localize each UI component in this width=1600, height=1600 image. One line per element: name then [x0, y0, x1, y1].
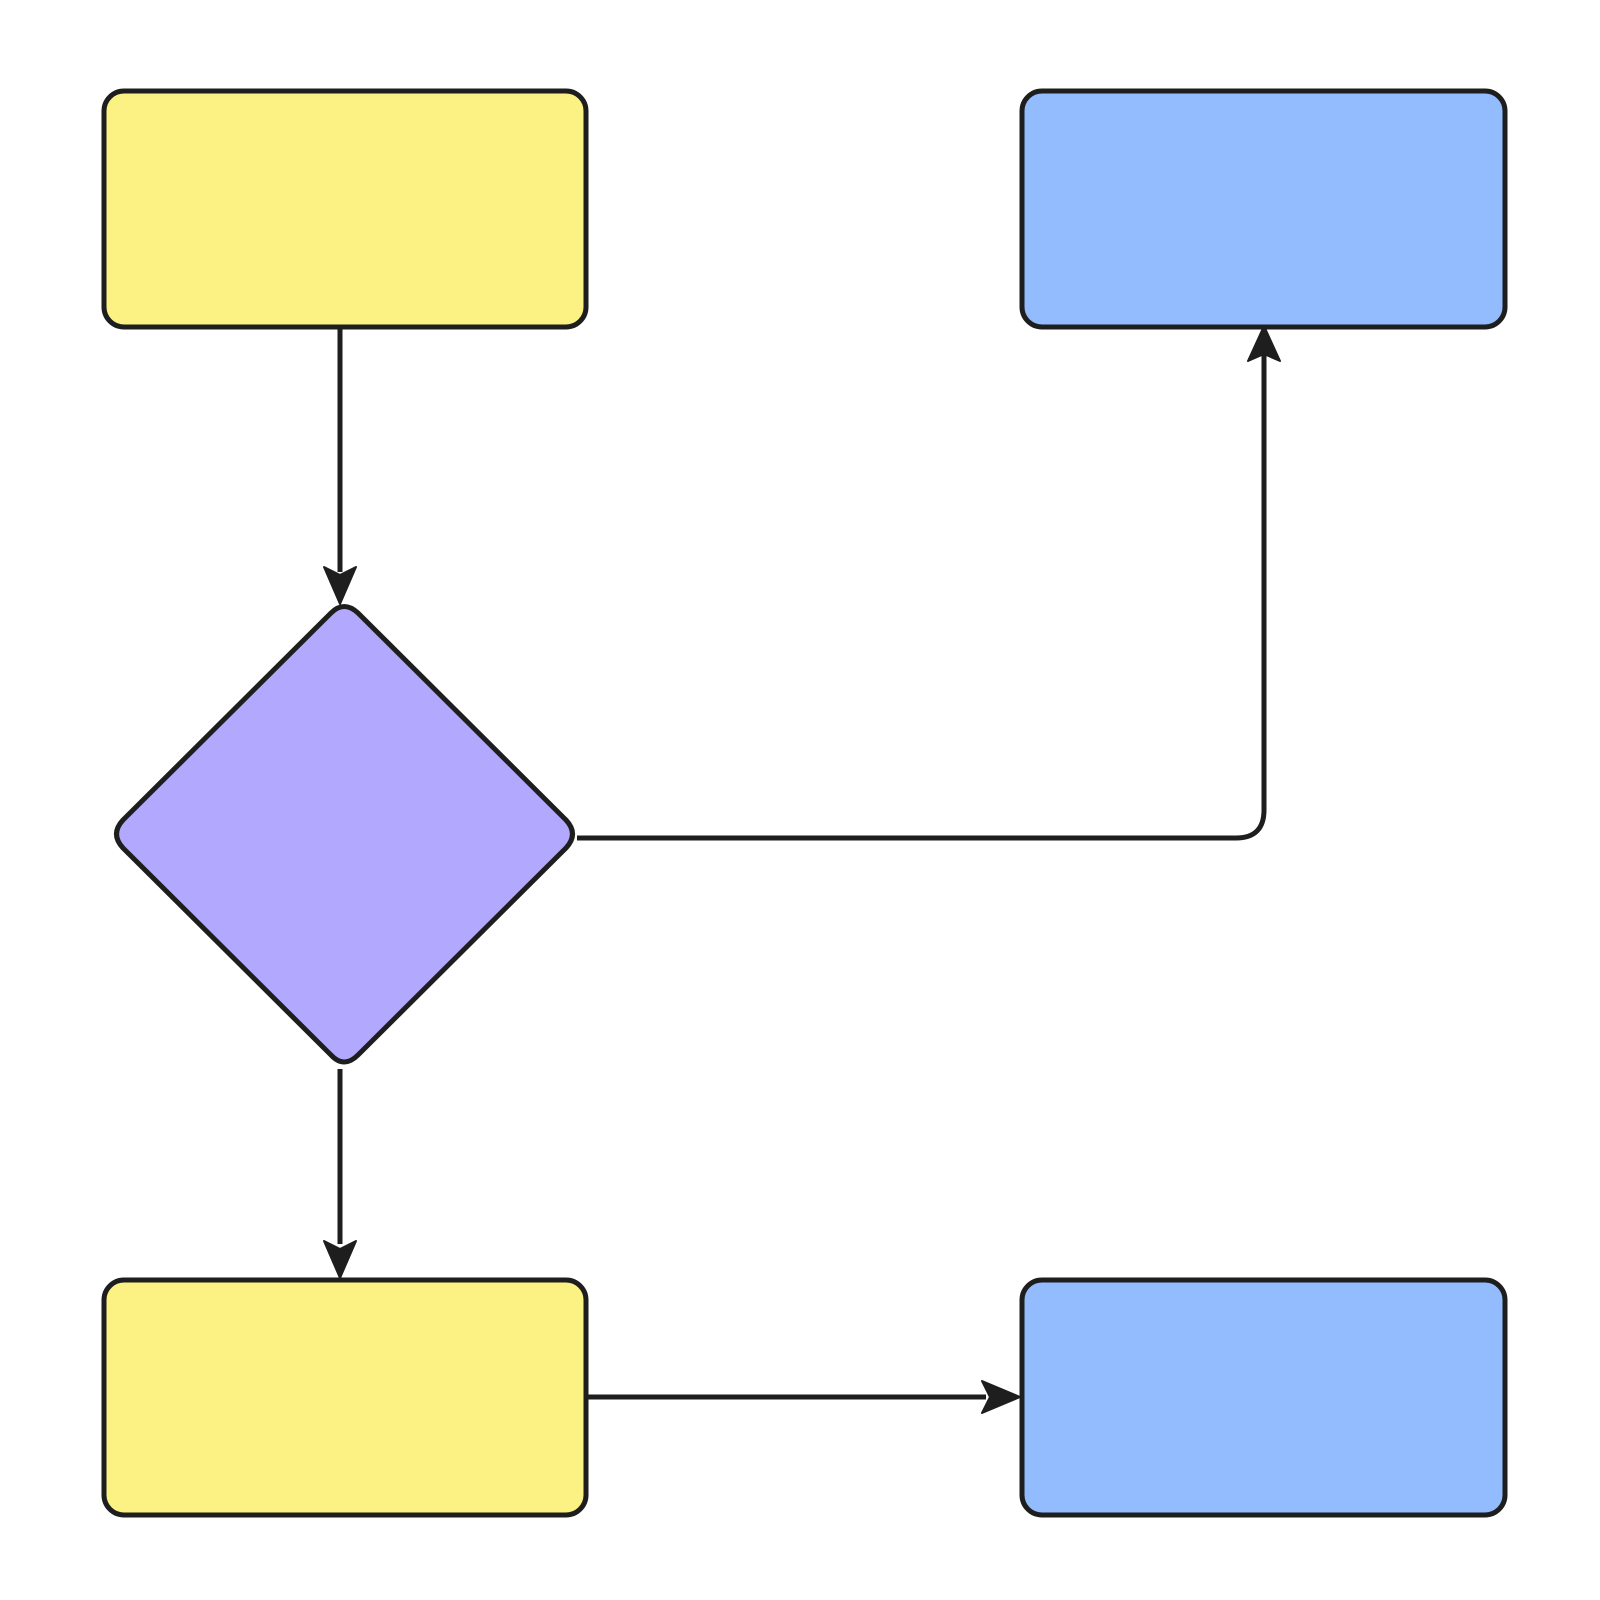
edge-line	[577, 355, 1267, 841]
node-box-bottom-right[interactable]	[1019, 1277, 1508, 1518]
edge-bottom-left-to-bottom-right	[586, 1380, 1021, 1414]
process-box-shape	[101, 1277, 589, 1518]
decision-diamond-shape	[114, 604, 575, 1065]
edges-layer	[323, 325, 1281, 1414]
process-box-shape	[101, 88, 589, 330]
arrow-head-right	[981, 1380, 1021, 1414]
terminal-box-shape	[1019, 88, 1508, 330]
node-box-top-right[interactable]	[1019, 88, 1508, 330]
edge-decision-to-top-right	[577, 325, 1281, 841]
nodes-layer	[101, 88, 1508, 1518]
node-decision[interactable]	[114, 604, 575, 1065]
arrow-head-down	[323, 1240, 357, 1279]
edge-decision-to-bottom-left	[323, 1069, 357, 1279]
edge-top-left-to-decision	[323, 327, 357, 605]
arrow-head-up	[1247, 325, 1281, 362]
node-box-top-left[interactable]	[101, 88, 589, 330]
terminal-box-shape	[1019, 1277, 1508, 1518]
node-box-bottom-left[interactable]	[101, 1277, 589, 1518]
arrow-head-down	[323, 566, 357, 605]
